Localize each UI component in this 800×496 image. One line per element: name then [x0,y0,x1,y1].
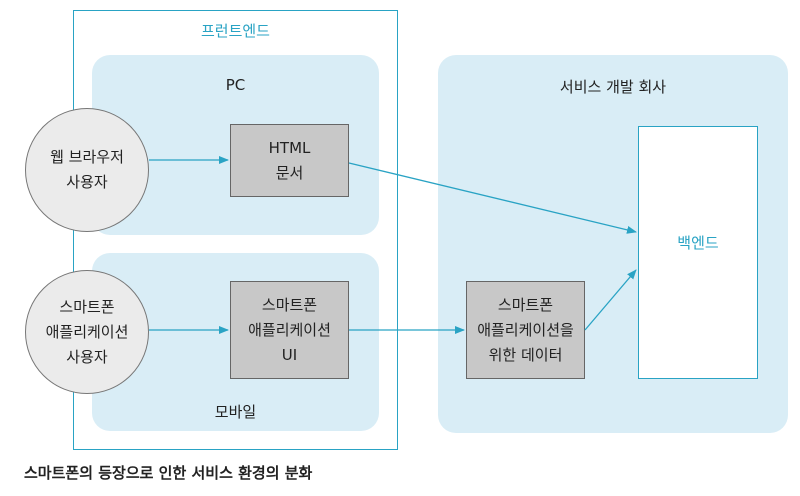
pc-panel-title: PC [225,76,246,94]
smartphone-user-line2: 애플리케이션 [45,322,129,341]
html-document-box: HTML 문서 [230,124,349,197]
arrow-app-data-to-backend [584,269,637,331]
web-browser-user-circle: 웹 브라우저 사용자 [25,108,149,232]
arrow-html-to-backend [348,162,637,234]
app-data-line1: 스마트폰 [497,295,554,314]
smartphone-app-ui-box: 스마트폰 애플리케이션 UI [230,281,349,379]
mobile-panel-title: 모바일 [214,403,257,421]
company-panel-title: 서비스 개발 회사 [559,78,667,96]
app-ui-line3: UI [281,345,298,364]
frontend-title: 프런트엔드 [200,22,270,40]
smartphone-user-line1: 스마트폰 [59,297,115,316]
backend-box: 백엔드 [638,126,758,379]
html-doc-line1: HTML [268,138,311,157]
app-ui-line2: 애플리케이션 [248,320,331,339]
backend-label: 백엔드 [677,234,719,252]
smartphone-user-circle: 스마트폰 애플리케이션 사용자 [25,270,149,394]
html-doc-line2: 문서 [275,163,304,182]
web-user-line1: 웹 브라우저 [50,148,124,166]
smartphone-user-line3: 사용자 [66,347,108,366]
app-data-box: 스마트폰 애플리케이션을 위한 데이터 [466,281,585,379]
app-ui-line1: 스마트폰 [261,295,318,314]
web-user-line2: 사용자 [66,173,108,191]
app-data-line3: 위한 데이터 [488,345,563,364]
app-data-line2: 애플리케이션을 [477,320,574,339]
figure-caption: 스마트폰의 등장으로 인한 서비스 환경의 분화 [24,464,313,482]
